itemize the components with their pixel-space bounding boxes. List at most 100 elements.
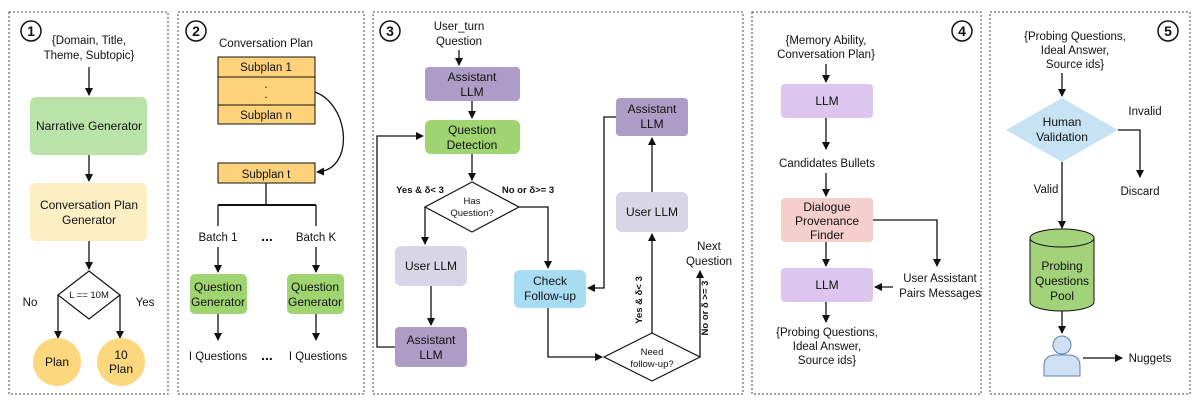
plan-circle (33, 338, 81, 386)
panel-3-number: 3 (386, 23, 394, 39)
panel-2: 2 Conversation Plan Subplan 1 . . Subpla… (177, 11, 365, 395)
question-generator-k-line-2: Generator (288, 295, 342, 309)
panel-2-number-badge (185, 20, 207, 42)
panel-3-number-badge (379, 20, 401, 42)
next-question-line-1: Next (697, 241, 721, 253)
panel-1-input-line-2: Theme, Subtopic} (44, 50, 135, 62)
assistant-llm-right-line-1: Assistant (628, 102, 677, 116)
human-validation-line-2: Validation (1036, 130, 1088, 144)
has-question-diamond (423, 181, 521, 233)
conversation-plan-title: Conversation Plan (219, 38, 313, 50)
assistant-llm-right-line-2: LLM (640, 117, 663, 131)
user-turn-label-line-2: Question (436, 36, 482, 48)
check-follow-up-box (514, 270, 586, 308)
has-question-yes-label: Yes & δ< 3 (396, 185, 444, 196)
panel-5-number-badge (1157, 20, 1179, 42)
subplan-stack (217, 56, 316, 125)
bottom-dots: ... (261, 347, 273, 363)
pool-line-2: Questions (1035, 274, 1089, 288)
question-detection-line-1: Question (448, 123, 496, 137)
question-detection-line-2: Detection (447, 138, 498, 152)
panel-2-number: 2 (192, 23, 200, 39)
panel-4-border (751, 11, 982, 395)
assistant-llm-bottom-line-2: LLM (419, 348, 442, 362)
user-llm-left-label: User LLM (405, 259, 457, 273)
panel-5-input-line-2: Ideal Answer, (1041, 45, 1109, 57)
plan-label: Plan (45, 355, 69, 369)
panel-5: 5 {Probing Questions, Ideal Answer, Sour… (989, 11, 1191, 395)
panel-1: 1 {Domain, Title, Theme, Subtopic} Narra… (8, 11, 169, 395)
human-validation-line-1: Human (1043, 115, 1082, 129)
subplan-dot-2: . (264, 89, 267, 101)
subplan-1-label: Subplan 1 (240, 62, 292, 74)
assistant-llm-top-line-1: Assistant (448, 70, 497, 84)
question-generator-1-line-1: Question (194, 280, 242, 294)
length-decision-diamond (57, 270, 121, 320)
user-assistant-pairs-line-1: User Assistant (903, 273, 977, 285)
panel-4-output-line-2: Ideal Answer, (793, 341, 861, 353)
need-follow-up-yes-label: Yes & δ< 3 (634, 276, 645, 324)
assistant-llm-top-box (425, 67, 520, 101)
panel-3-border (372, 11, 744, 395)
valid-label: Valid (1034, 184, 1059, 196)
has-question-line-2: Question? (450, 208, 493, 219)
panel-1-number-badge (20, 20, 42, 42)
subplan-n-label: Subplan n (240, 110, 292, 122)
panel-5-number: 5 (1164, 23, 1172, 39)
panel-4-number-badge (951, 20, 973, 42)
check-follow-up-line-1: Check (533, 274, 568, 288)
user-assistant-pairs-line-2: Pairs Messages (899, 288, 981, 300)
assistant-llm-bottom-box (395, 327, 467, 367)
has-question-no-label: No or δ>= 3 (502, 185, 554, 196)
assistant-llm-bottom-line-1: Assistant (407, 333, 456, 347)
panel-4-output-line-1: {Probing Questions, (776, 327, 878, 339)
llm-top-label: LLM (815, 94, 838, 108)
candidates-bullets-label: Candidates Bullets (779, 158, 875, 170)
batch-k-label: Batch K (296, 232, 337, 244)
assistant-llm-right-box (616, 98, 688, 136)
user-turn-label-line-1: User_turn (434, 21, 485, 33)
pool-line-3: Pool (1050, 289, 1074, 303)
has-question-line-1: Has (464, 196, 481, 207)
panel-4-input-line-1: {Memory Ability, (786, 35, 867, 47)
plan-10-line-2: Plan (109, 362, 133, 376)
need-follow-up-line-1: Need (641, 347, 664, 358)
user-icon (1043, 335, 1081, 377)
nuggets-label: Nuggets (1129, 353, 1172, 365)
panel-1-border (8, 11, 169, 395)
batch-dots: ... (261, 228, 273, 244)
user-llm-left-box (395, 246, 467, 286)
pool-line-1: Probing (1041, 259, 1082, 273)
question-generator-1-line-2: Generator (191, 295, 245, 309)
i-questions-1: I Questions (189, 351, 247, 363)
conversation-plan-generator-box (30, 183, 147, 241)
need-follow-up-diamond (602, 332, 702, 382)
narrative-generator-box (30, 97, 147, 155)
panel-3: 3 User_turn Question Assistant LLM Quest… (372, 11, 744, 395)
panel-1-input-line-1: {Domain, Title, (52, 35, 126, 47)
plan-10-circle (97, 338, 145, 386)
llm-top-box (781, 84, 873, 118)
discard-label: Discard (1121, 186, 1160, 198)
invalid-label: Invalid (1128, 106, 1161, 118)
question-generator-1-box (190, 274, 247, 314)
assistant-llm-top-line-2: LLM (460, 85, 483, 99)
batch-1-label: Batch 1 (199, 232, 238, 244)
panel-5-input-line-1: {Probing Questions, (1024, 31, 1126, 43)
subplan-dot-1: . (264, 79, 267, 91)
length-decision-label: L == 10M (69, 290, 109, 301)
panel-4: 4 {Memory Ability, Conversation Plan} LL… (751, 11, 982, 395)
next-question-line-2: Question (686, 256, 732, 268)
llm-bottom-label: LLM (815, 278, 838, 292)
panel-1-number: 1 (27, 23, 35, 39)
provenance-line-3: Finder (810, 228, 844, 242)
need-follow-up-no-label: No or δ >= 3 (700, 281, 711, 336)
panel-4-number: 4 (958, 23, 966, 39)
question-generator-k-line-1: Question (291, 280, 339, 294)
check-follow-up-line-2: Follow-up (524, 289, 576, 303)
dialogue-provenance-finder-box (781, 198, 873, 242)
provenance-line-1: Dialogue (803, 200, 851, 214)
panel-2-border (177, 11, 365, 395)
need-follow-up-line-2: follow-up? (630, 359, 673, 370)
